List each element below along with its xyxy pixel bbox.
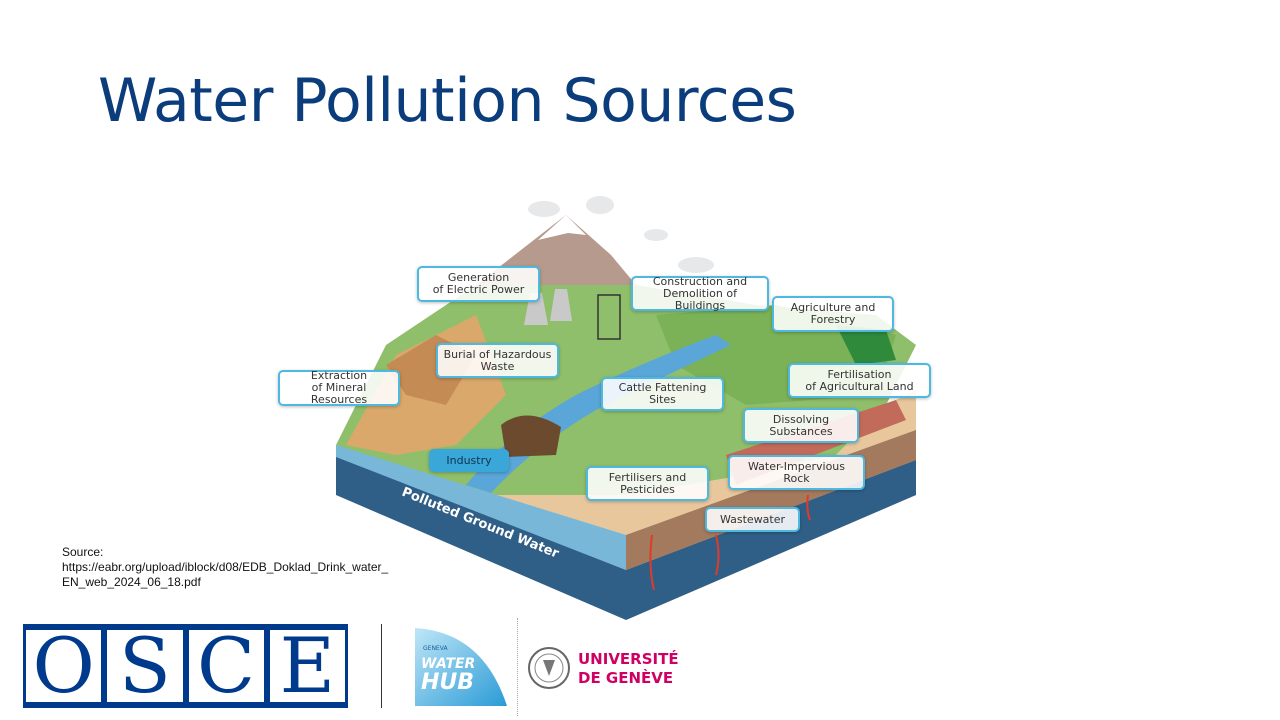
label-dissolving-substances: Dissolving Substances <box>743 408 859 443</box>
geneva-water-hub-logo <box>415 628 507 706</box>
hub-word-hub: HUB <box>421 670 475 695</box>
osce-letter: S <box>107 628 183 704</box>
label-extraction-mineral: Extraction of Mineral Resources <box>278 370 400 406</box>
hub-wordmark: WATER HUB <box>421 656 475 694</box>
slide-title: Water Pollution Sources <box>98 66 797 136</box>
osce-letter: C <box>188 628 264 704</box>
osce-letter: E <box>269 628 345 704</box>
cloud-icon <box>528 196 714 273</box>
label-water-impervious-rock: Water-Impervious Rock <box>728 455 865 490</box>
hub-small-text: GENEVA <box>423 645 448 652</box>
unige-seal-icon <box>528 647 570 689</box>
label-construction-demolition: Construction and Demolition of Buildings <box>631 275 769 311</box>
label-cattle-fattening: Cattle Fattening Sites <box>601 377 724 411</box>
logo-divider-dotted <box>517 618 518 716</box>
label-wastewater: Wastewater <box>705 507 800 532</box>
label-generation-of-electric-power: Generation of Electric Power <box>417 266 540 302</box>
hub-word-water: WATER <box>421 656 476 672</box>
source-label: Source: <box>62 545 104 559</box>
unige-line1: UNIVERSITÉ <box>578 650 679 668</box>
osce-letter: O <box>26 628 102 704</box>
label-fertilisers-pesticides: Fertilisers and Pesticides <box>586 466 709 501</box>
label-burial-hazardous-waste: Burial of Hazardous Waste <box>436 343 559 378</box>
logo-divider <box>381 624 382 708</box>
unige-wordmark: UNIVERSITÉ DE GENÈVE <box>578 650 679 688</box>
osce-logo: O S C E <box>23 624 348 708</box>
source-url: https://eabr.org/upload/iblock/d08/EDB_D… <box>62 560 389 589</box>
label-industry: Industry <box>429 449 509 472</box>
label-fertilisation-agricultural-land: Fertilisation of Agricultural Land <box>788 363 931 398</box>
pollution-arrow-icon <box>649 494 811 591</box>
source-citation: Source: https://eabr.org/upload/iblock/d… <box>62 545 392 590</box>
unige-line2: DE GENÈVE <box>578 669 674 687</box>
label-agriculture-forestry: Agriculture and Forestry <box>772 296 894 332</box>
